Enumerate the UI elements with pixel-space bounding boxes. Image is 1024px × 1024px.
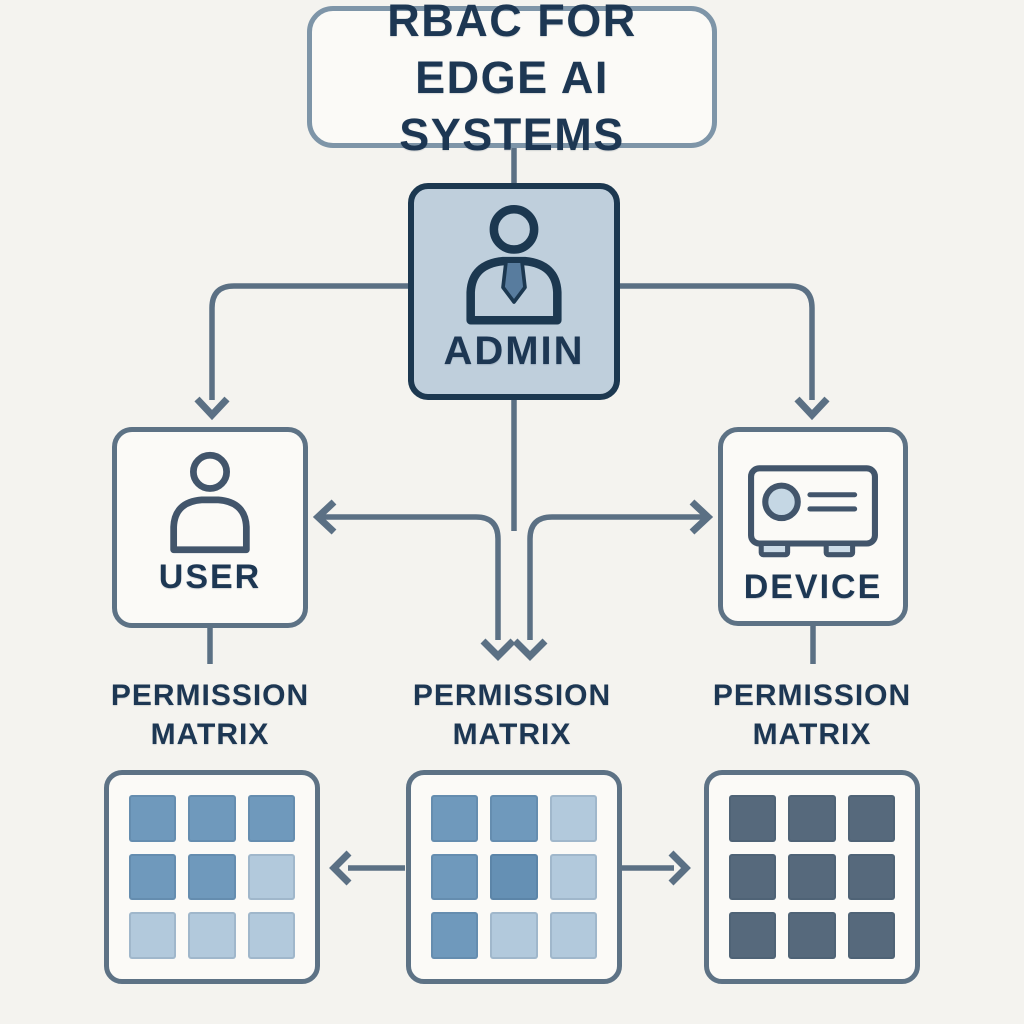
edge-middle-to-left-matrix-arrowhead [329, 850, 352, 886]
permission-matrix-label-middle-line1: PERMISSION [412, 679, 612, 712]
edge-center-to-user-line [321, 514, 501, 640]
matrix-cell [188, 795, 236, 842]
matrix-cell [490, 912, 538, 959]
edge-center-down-left-arrowhead [480, 638, 516, 661]
matrix-cell [188, 912, 236, 959]
matrix-cell [129, 853, 177, 901]
matrix-cell [188, 853, 236, 901]
matrix-cell [247, 795, 295, 842]
diagram-title-line2: EDGE AI SYSTEMS [399, 51, 625, 160]
user-label: USER [158, 558, 262, 596]
diagram-title-line1: RBAC FOR [387, 0, 637, 46]
diagram-title-box: RBAC FOR EDGE AI SYSTEMS [307, 0, 717, 160]
matrix-cell [549, 795, 597, 842]
matrix-cell [129, 795, 177, 842]
permission-matrix-label-right: PERMISSION MATRIX [692, 676, 932, 754]
permission-matrix-left [104, 770, 320, 984]
edge-admin-to-device-line [620, 283, 815, 400]
matrix-cell [431, 853, 479, 901]
edge-center-down-right-arrowhead [512, 638, 548, 661]
edge-center-to-user-arrowhead [312, 499, 337, 535]
user-node: USER [112, 427, 308, 628]
edge-center-to-device-arrowhead [689, 499, 714, 535]
permission-matrix-label-left: PERMISSION MATRIX [90, 676, 330, 754]
matrix-cell [549, 853, 597, 901]
matrix-cell [847, 795, 895, 842]
admin-node: ADMIN [408, 183, 620, 400]
user-person-icon [170, 451, 250, 554]
matrix-cell [431, 795, 479, 842]
matrix-cell [729, 912, 777, 959]
edge-middle-to-right-matrix-arrowhead [668, 850, 691, 886]
admin-person-tie-icon [466, 204, 562, 325]
permission-matrix-label-right-line1: PERMISSION [712, 679, 912, 712]
matrix-cell [788, 853, 836, 901]
edge-center-to-device-line [527, 514, 705, 640]
permission-matrix-label-left-line1: PERMISSION [110, 679, 310, 712]
matrix-cell [729, 853, 777, 901]
permission-matrix-label-middle-line2: MATRIX [452, 718, 572, 751]
matrix-cell [129, 912, 177, 959]
matrix-cell [847, 853, 895, 901]
admin-label: ADMIN [443, 329, 585, 373]
edge-admin-to-user-arrowhead [194, 396, 230, 421]
matrix-cell [788, 795, 836, 842]
device-node: DEVICE [718, 427, 908, 626]
edge-device-icon [748, 465, 878, 558]
edge-admin-to-user-line [209, 283, 408, 400]
permission-matrix-label-middle: PERMISSION MATRIX [392, 676, 632, 754]
matrix-cell [490, 795, 538, 842]
permission-matrix-right [704, 770, 920, 984]
matrix-cell [247, 853, 295, 901]
matrix-cell [247, 912, 295, 959]
edge-admin-to-device-arrowhead [794, 396, 830, 421]
matrix-cell [788, 912, 836, 959]
permission-matrix-label-left-line2: MATRIX [150, 718, 270, 751]
matrix-cell [847, 912, 895, 959]
permission-matrix-middle [406, 770, 622, 984]
matrix-cell [490, 853, 538, 901]
matrix-cell [729, 795, 777, 842]
permission-matrix-label-right-line2: MATRIX [752, 718, 872, 751]
matrix-cell [549, 912, 597, 959]
matrix-cell [431, 912, 479, 959]
device-label: DEVICE [743, 568, 883, 606]
